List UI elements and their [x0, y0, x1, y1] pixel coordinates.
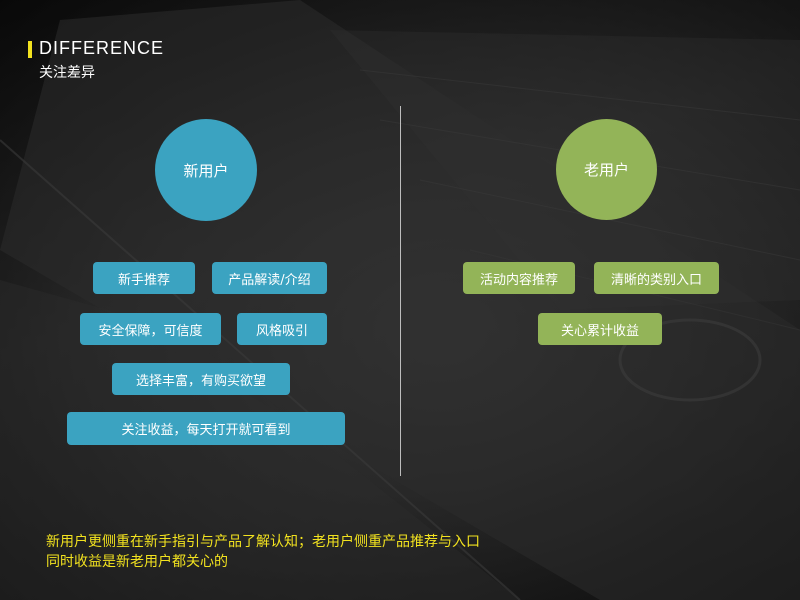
- new-user-circle: 新用户: [155, 119, 257, 221]
- tag-cumulative-earnings: 关心累计收益: [538, 313, 662, 345]
- tag-style-appeal: 风格吸引: [237, 313, 327, 345]
- tag-security-trust: 安全保障，可信度: [80, 313, 221, 345]
- old-user-circle: 老用户: [556, 119, 657, 220]
- summary-line-1: 新用户更侧重在新手指引与产品了解认知；老用户侧重产品推荐与入口: [46, 534, 480, 550]
- tag-rich-choice: 选择丰富，有购买欲望: [112, 363, 290, 395]
- tag-daily-earnings: 关注收益，每天打开就可看到: [67, 412, 345, 445]
- header-subtitle: 关注差异: [39, 65, 95, 81]
- tag-activity-recommend: 活动内容推荐: [463, 262, 575, 294]
- tag-product-intro: 产品解读/介绍: [212, 262, 327, 294]
- new-user-label: 新用户: [183, 161, 229, 180]
- tag-category-entry: 清晰的类别入口: [594, 262, 719, 294]
- summary-text: 新用户更侧重在新手指引与产品了解认知；老用户侧重产品推荐与入口 同时收益是新老用…: [46, 532, 480, 572]
- header-title: DIFFERENCE: [39, 38, 165, 58]
- tag-new-user-guide: 新手推荐: [93, 262, 195, 294]
- header-accent-bar: [28, 41, 32, 58]
- center-divider: [400, 106, 401, 476]
- summary-line-2: 同时收益是新老用户都关心的: [46, 554, 228, 570]
- old-user-label: 老用户: [583, 161, 629, 179]
